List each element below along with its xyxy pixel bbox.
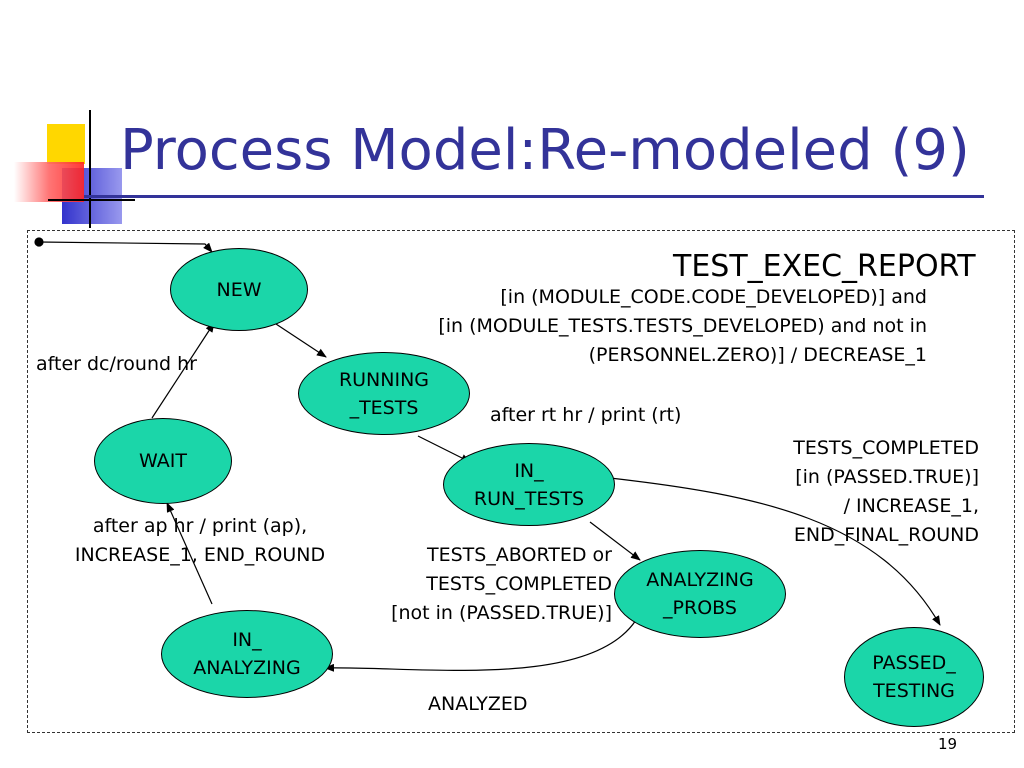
state-new: NEW: [170, 248, 308, 331]
state-in-analyzing: IN_ ANALYZING: [161, 610, 333, 698]
action-line-1: after ap hr / print (ap),: [92, 515, 308, 537]
edge-analyzing-to-in-analyzing: [324, 619, 637, 672]
state-in-run-tests-label: IN_ RUN_TESTS: [473, 459, 585, 510]
state-passed-testing: PASSED_ TESTING: [844, 627, 984, 727]
guard-line-3: / INCREASE_1,: [843, 495, 979, 517]
transition-label-running-to-in-run: after rt hr / print (rt): [490, 404, 682, 426]
transition-label-in-analyzing-to-wait: after ap hr / print (ap), INCREASE_1, EN…: [40, 512, 360, 570]
title-underline: [84, 195, 984, 198]
state-in-analyzing-label: IN_ ANALYZING: [193, 629, 301, 679]
logo-red-bar: [14, 162, 84, 202]
edge-wait-to-new: [151, 322, 215, 419]
state-analyzing-probs: ANALYZING _PROBS: [614, 550, 786, 638]
guard-line-2: [in (MODULE_TESTS.TESTS_DEVELOPED) and n…: [438, 315, 927, 337]
edge-in-run-to-analyzing: [589, 521, 641, 561]
transition-label-in-run-to-passed: TESTS_COMPLETED [in (PASSED.TRUE)] / INC…: [720, 434, 979, 550]
diagram-frame: [27, 230, 1015, 733]
guard-line-4: END_FINAL_ROUND: [793, 524, 979, 546]
event-line-2: TESTS_COMPLETED: [426, 573, 612, 595]
transition-label-wait-to-new: after dc/round hr: [36, 353, 197, 375]
logo-yellow-square: [47, 124, 85, 164]
state-wait-label: WAIT: [139, 450, 187, 472]
context-label: TEST_EXEC_REPORT: [673, 249, 976, 284]
state-running-tests-label: RUNNING _TESTS: [338, 368, 430, 419]
event-line-3: [not in (PASSED.TRUE)]: [391, 602, 612, 624]
transition-label-new-to-running: [in (MODULE_CODE.CODE_DEVELOPED)] and [i…: [320, 283, 927, 370]
page-number: 19: [938, 735, 958, 753]
state-analyzing-probs-label: ANALYZING _PROBS: [646, 569, 754, 619]
guard-line-2: [in (PASSED.TRUE)]: [795, 466, 979, 488]
state-new-label: NEW: [216, 278, 262, 301]
transition-label-analyzing-to-in-analyzing: ANALYZED: [428, 693, 528, 715]
edge-initial-to-new: [38, 241, 213, 253]
guard-line-3: (PERSONNEL.ZERO)] / DECREASE_1: [588, 344, 927, 366]
guard-line-1: [in (MODULE_CODE.CODE_DEVELOPED)] and: [500, 286, 927, 308]
slide-title: Process Model:Re-modeled (9): [120, 118, 970, 183]
guard-line-1: TESTS_COMPLETED: [793, 437, 979, 459]
edge-new-to-running: [275, 323, 327, 358]
transition-label-in-run-to-analyzing: TESTS_ABORTED or TESTS_COMPLETED [not in…: [330, 541, 612, 628]
edge-in-run-to-passed: [609, 477, 941, 626]
state-in-run-tests: IN_ RUN_TESTS: [443, 443, 615, 526]
state-running-tests: RUNNING _TESTS: [298, 352, 470, 435]
state-wait: WAIT: [94, 418, 232, 504]
state-passed-testing-label: PASSED_ TESTING: [872, 652, 956, 702]
event-line-1: TESTS_ABORTED or: [426, 544, 612, 566]
edge-in-analyzing-to-wait: [166, 502, 213, 605]
action-line-2: INCREASE_1, END_ROUND: [74, 544, 326, 566]
